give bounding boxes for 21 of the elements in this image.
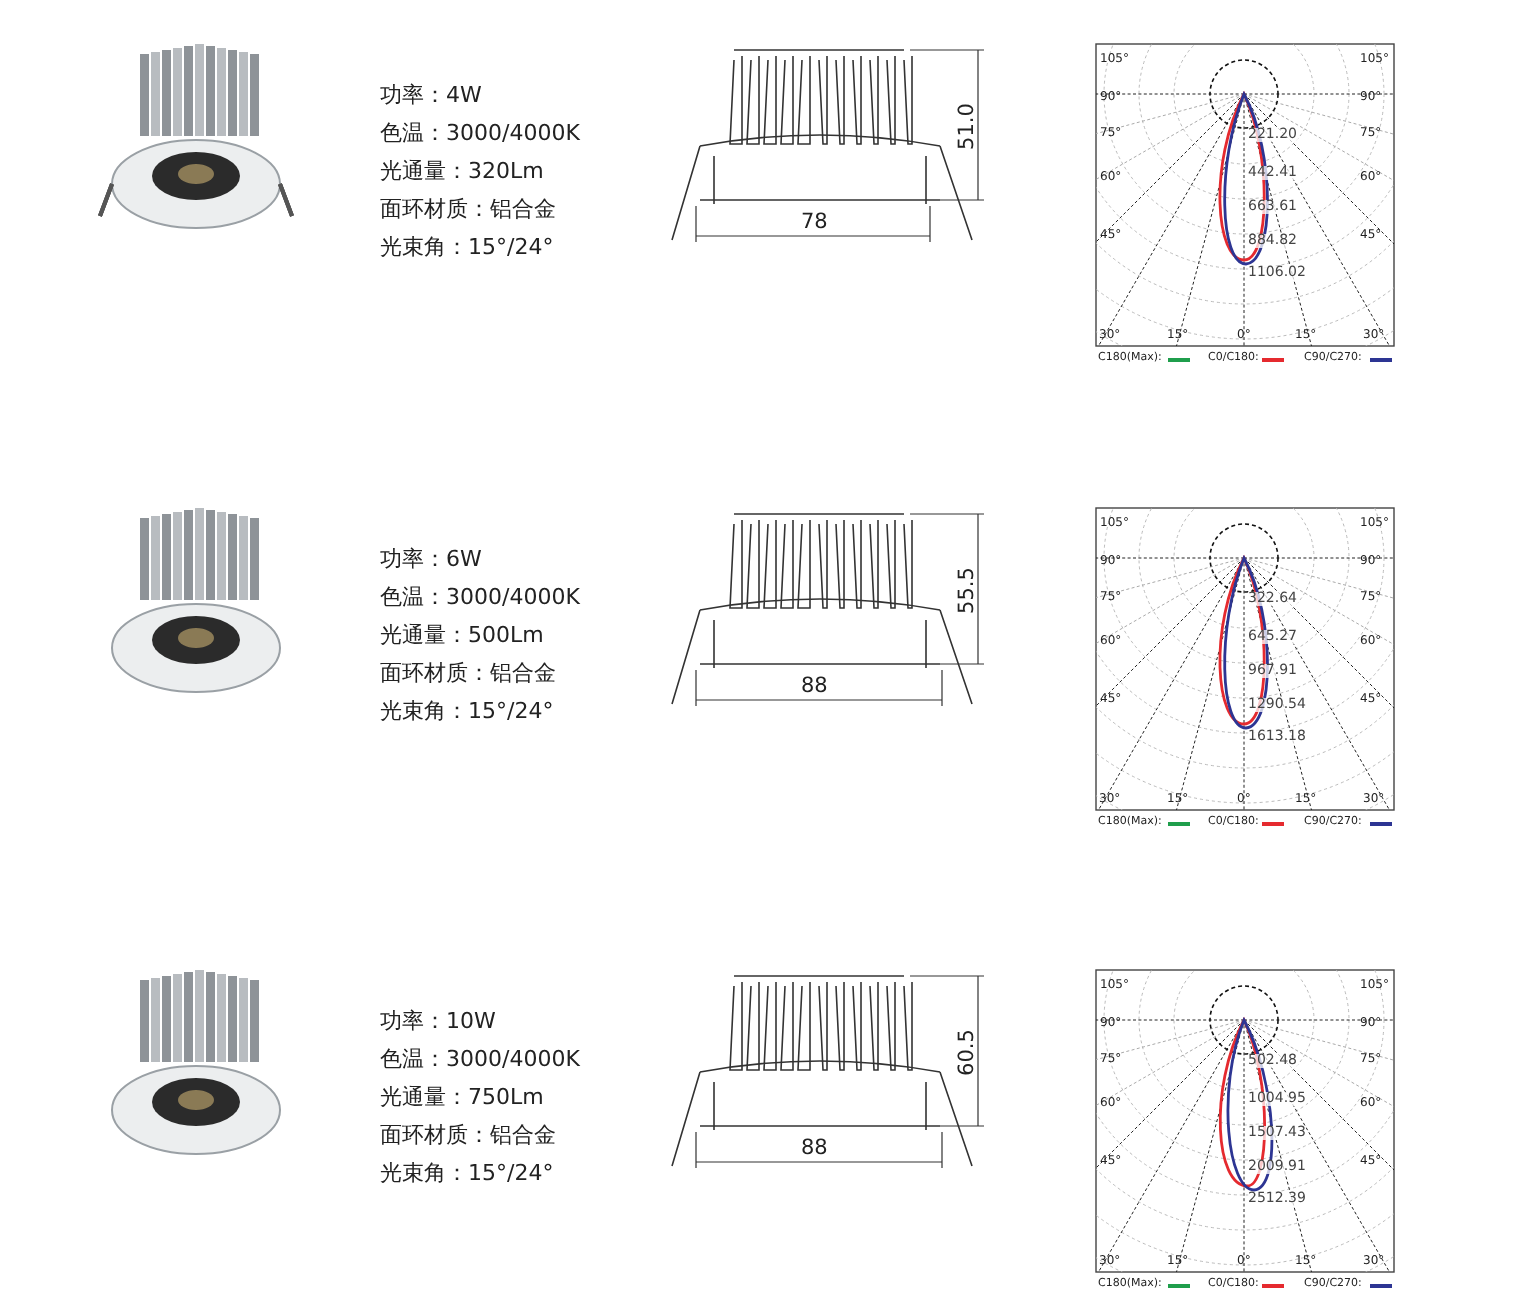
spec-text: 面环材质：铝合金: [380, 1123, 556, 1145]
spec-text: 色温：3000/4000K: [380, 585, 580, 607]
dimension-label: 60.5: [955, 1028, 977, 1075]
spec-text: 功率：4W: [380, 83, 482, 105]
dimension-label: 88: [801, 675, 828, 696]
spec-text: 面环材质：铝合金: [380, 661, 556, 683]
spec-text: 色温：3000/4000K: [380, 1047, 580, 1069]
dimension-label: 78: [801, 211, 828, 232]
spec-text: 色温：3000/4000K: [380, 121, 580, 143]
spec-text: 光通量：500Lm: [380, 623, 544, 645]
spec-text: 光通量：320Lm: [380, 159, 544, 181]
spec-text: 功率：10W: [380, 1009, 496, 1031]
spec-text: 面环材质：铝合金: [380, 197, 556, 219]
dimension-label: 55.5: [955, 566, 977, 613]
dimension-label: 88: [801, 1137, 828, 1158]
spec-text: 光束角：15°/24°: [380, 1161, 554, 1183]
dimension-label: 51.0: [955, 102, 977, 149]
spec-text: 光束角：15°/24°: [380, 699, 554, 721]
spec-text: 光通量：750Lm: [380, 1085, 544, 1107]
spec-text: 光束角：15°/24°: [380, 235, 554, 257]
spec-text: 功率：6W: [380, 547, 482, 569]
